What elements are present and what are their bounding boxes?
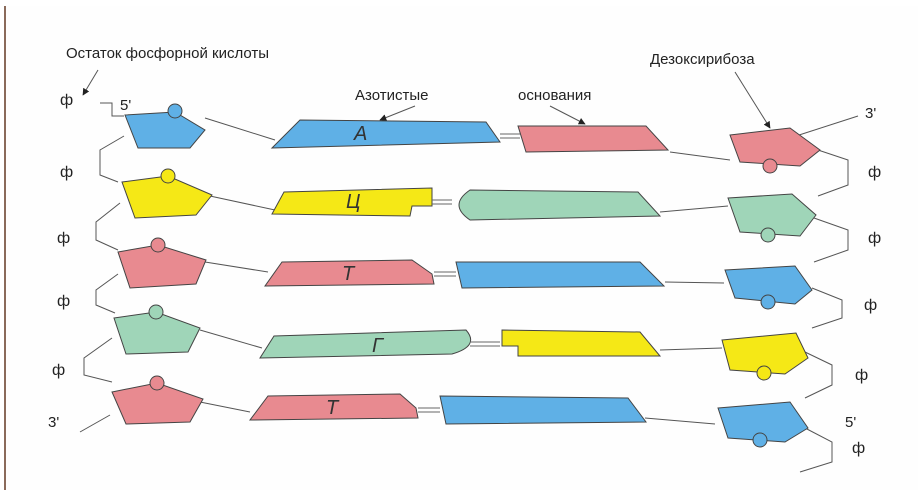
sugar-left-1 [124, 103, 206, 149]
left-backbone-4 [95, 273, 119, 314]
right-backbone-5 [804, 351, 833, 399]
base-right-5 [439, 395, 647, 425]
deoxyribose-label: Дезоксирибоза [650, 51, 755, 68]
right-backbone-6 [799, 427, 833, 473]
base-letter-2: Ц [346, 191, 361, 213]
right-backbone-2 [817, 149, 849, 197]
base-right-4 [501, 329, 662, 357]
sugar-left-2-body [121, 175, 213, 219]
right-backbone-3 [813, 217, 849, 263]
base-right-1 [517, 125, 670, 153]
hydrogen-bond-2 [432, 199, 452, 205]
sugar-right-5-body [717, 401, 809, 443]
hydrogen-bond-3 [434, 271, 456, 277]
base-pair-2: Ц [271, 187, 662, 221]
base-left-5 [248, 393, 419, 421]
base-letter-1: А [353, 123, 367, 145]
phosphate-left-3: ф [57, 230, 70, 247]
phosphate-right-3: ф [864, 297, 877, 314]
base-pair-4: Г [259, 329, 662, 359]
end-right-top: 3' [865, 105, 876, 122]
right-backbone-1 [795, 115, 859, 137]
sugar-left-1-phosphate-dot [167, 103, 183, 119]
left-backbone-3 [95, 202, 121, 251]
phosphate-left-1: ф [60, 92, 73, 109]
end-left-bottom: 3' [48, 414, 59, 431]
deoxyribose-arrow [734, 71, 771, 129]
hydrogen-bond-1 [500, 133, 520, 139]
end-left-top: 5' [120, 97, 131, 114]
sugar-right-3 [724, 265, 813, 310]
sugar-base-lines-1 [204, 117, 731, 161]
phosphate-right-1: ф [868, 164, 881, 181]
base-letter-4: Г [372, 335, 385, 357]
base-letter-3: Т [342, 263, 356, 285]
sugar-right-5-phosphate-dot [752, 432, 768, 448]
phosphate-arrow [82, 69, 99, 96]
sugar-left-4 [113, 304, 201, 355]
base-letter-5: Т [326, 397, 340, 419]
sugar-base-lines-5 [199, 401, 716, 425]
phosphate-right-4: ф [855, 367, 868, 384]
phosphate-right-5: ф [852, 440, 865, 457]
sugar-right-1 [729, 127, 821, 174]
sugar-right-1-body [729, 127, 821, 167]
phosphate-left-4: ф [57, 293, 70, 310]
phosphate-right-2: ф [868, 230, 881, 247]
left-backbone-1 [100, 102, 124, 117]
sugar-right-1-phosphate-dot [762, 158, 778, 174]
sugar-left-5-body [111, 382, 204, 425]
base-right-3 [455, 261, 666, 289]
base-left-3 [264, 259, 435, 287]
sugar-right-4 [721, 332, 809, 381]
sugar-right-2-body [727, 193, 817, 237]
sugar-left-2 [121, 168, 213, 219]
sugar-right-4-body [721, 332, 809, 375]
bases-label-2: основания [518, 87, 591, 104]
sugar-right-3-body [724, 265, 813, 305]
sugar-left-3-phosphate-dot [150, 237, 166, 253]
base-pair-3: Т [264, 259, 666, 289]
sugar-base-lines-4 [199, 329, 723, 351]
phosphate-left-2: ф [60, 164, 73, 181]
bases-label-1: Азотистые [355, 87, 428, 104]
left-backbone-5 [83, 337, 113, 383]
sugar-left-5 [111, 375, 204, 425]
base-left-1 [270, 119, 501, 149]
sugar-left-1-body [124, 111, 206, 149]
left-backbone-2 [99, 135, 125, 183]
sugar-right-5 [717, 401, 809, 448]
phosphate-left-5: ф [52, 362, 65, 379]
phosphate-label: Остаток фосфорной кислоты [66, 45, 269, 62]
left-backbone-6 [79, 414, 111, 433]
sugar-base-lines-2 [209, 195, 729, 213]
bases-arrow-left [379, 105, 416, 121]
sugar-left-5-phosphate-dot [149, 375, 165, 391]
base-left-2 [271, 187, 433, 217]
sugar-left-3-body [117, 244, 207, 289]
sugar-base-lines-3 [204, 261, 725, 284]
sugar-left-3 [117, 237, 207, 289]
bases-arrow-right [549, 105, 586, 125]
sugar-right-2 [727, 193, 817, 243]
base-left-4 [259, 329, 472, 359]
base-pair-5: Т [248, 393, 647, 425]
sugar-left-2-phosphate-dot [160, 168, 176, 184]
sugar-right-2-phosphate-dot [760, 227, 776, 243]
end-right-bottom: 5' [845, 414, 856, 431]
base-pair-1: А [270, 119, 670, 153]
sugar-right-3-phosphate-dot [760, 294, 776, 310]
sugar-right-4-phosphate-dot [756, 365, 772, 381]
hydrogen-bond-5 [418, 407, 440, 413]
hydrogen-bond-4 [470, 341, 500, 347]
sugar-left-4-phosphate-dot [148, 304, 164, 320]
base-right-2 [458, 189, 662, 221]
right-backbone-4 [811, 287, 843, 329]
